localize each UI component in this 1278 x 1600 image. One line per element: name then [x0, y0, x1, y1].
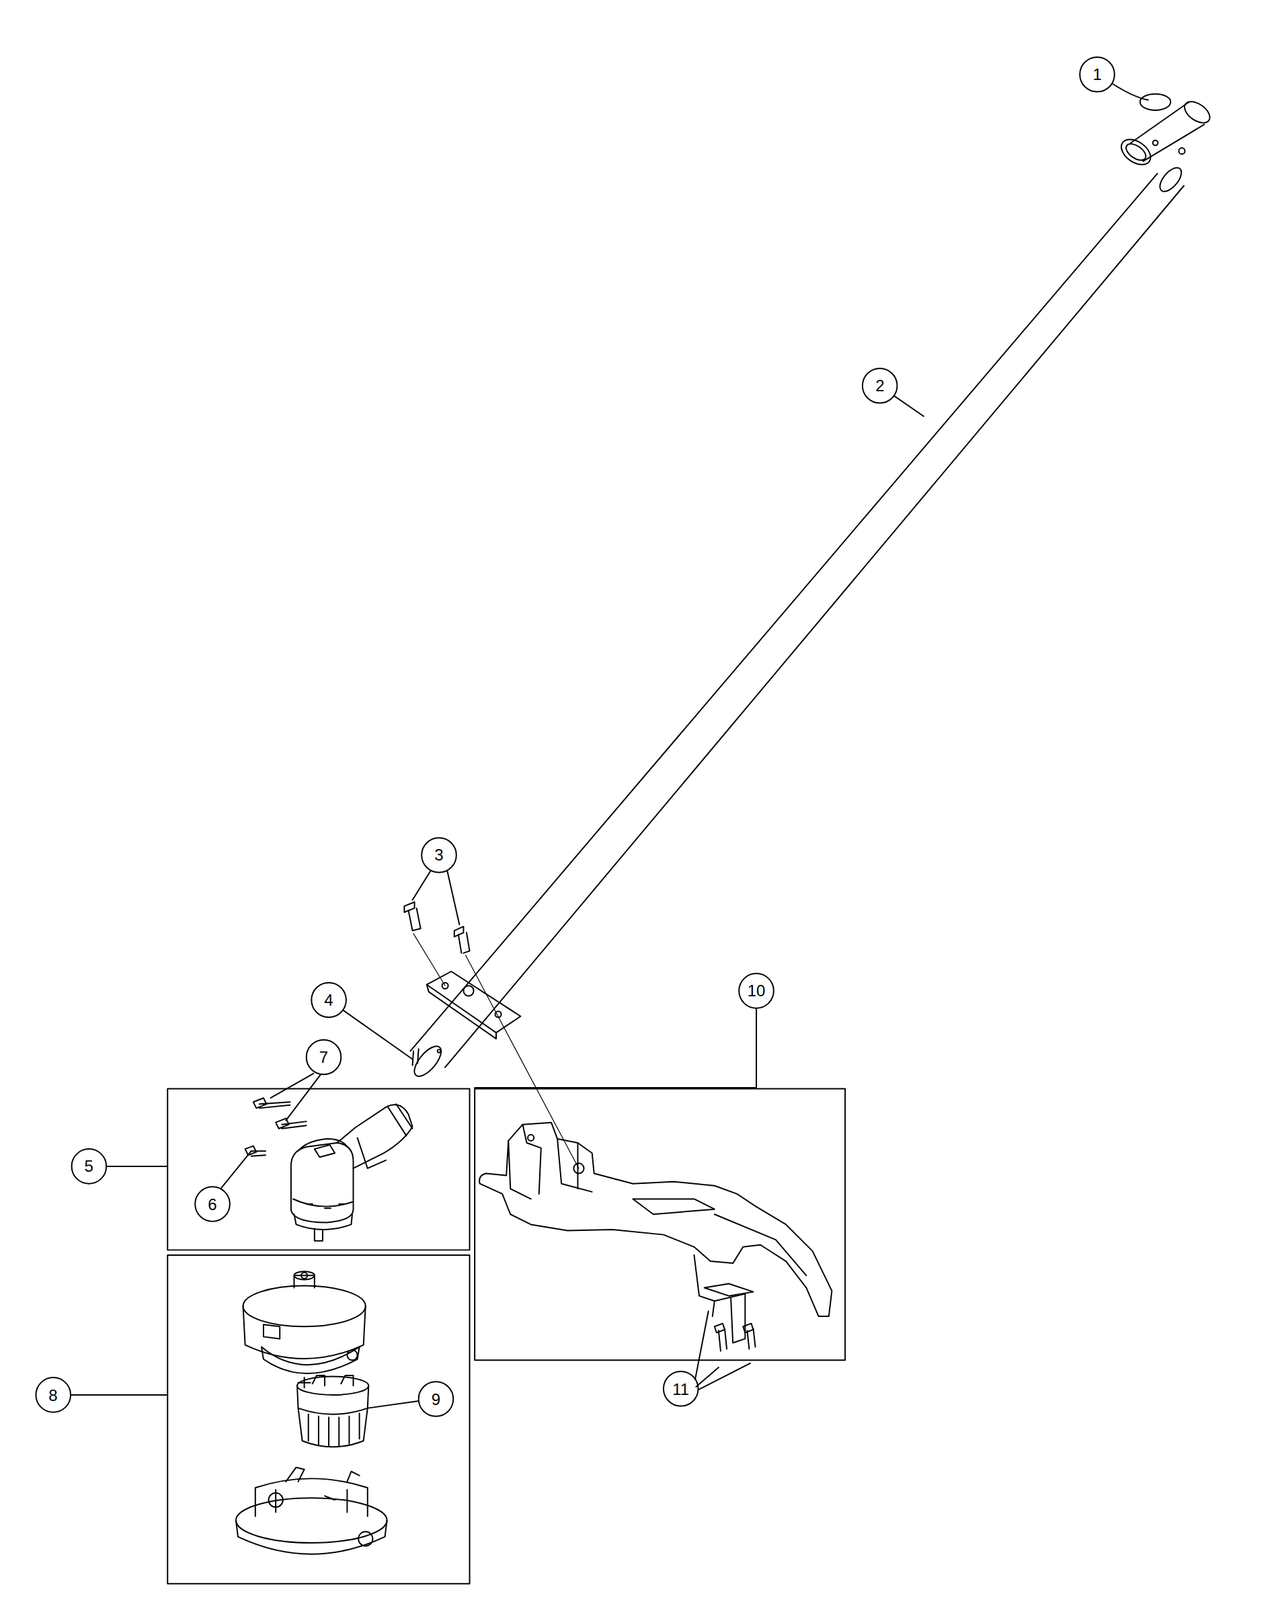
spool — [297, 1375, 369, 1447]
shaft — [409, 164, 1186, 1081]
guard — [479, 1122, 832, 1352]
callout-number: 8 — [48, 1387, 58, 1404]
callout-number: 9 — [431, 1391, 441, 1408]
guide-line — [413, 933, 579, 1169]
callout-number: 3 — [434, 847, 444, 864]
callout-number: 10 — [747, 982, 766, 1000]
callout-number: 5 — [84, 1158, 93, 1175]
callout-number: 11 — [672, 1381, 690, 1398]
callout-circle — [35, 57, 1114, 1417]
gearhead — [245, 1097, 413, 1242]
clamp-bracket — [426, 971, 522, 1039]
part-box — [474, 1089, 846, 1361]
callout-number: 1 — [1093, 66, 1102, 83]
part-box — [167, 1255, 470, 1584]
callout-number: 4 — [324, 992, 333, 1009]
trimmer-head — [243, 1271, 366, 1388]
callout-number: 2 — [875, 377, 885, 394]
leader-line — [70, 83, 1149, 1408]
part-box — [167, 1089, 470, 1251]
callout-number: 7 — [319, 1049, 329, 1066]
screw — [404, 902, 470, 954]
coupler — [1116, 94, 1214, 171]
callout-number: 6 — [207, 1196, 217, 1213]
bump-cap — [235, 1467, 388, 1555]
